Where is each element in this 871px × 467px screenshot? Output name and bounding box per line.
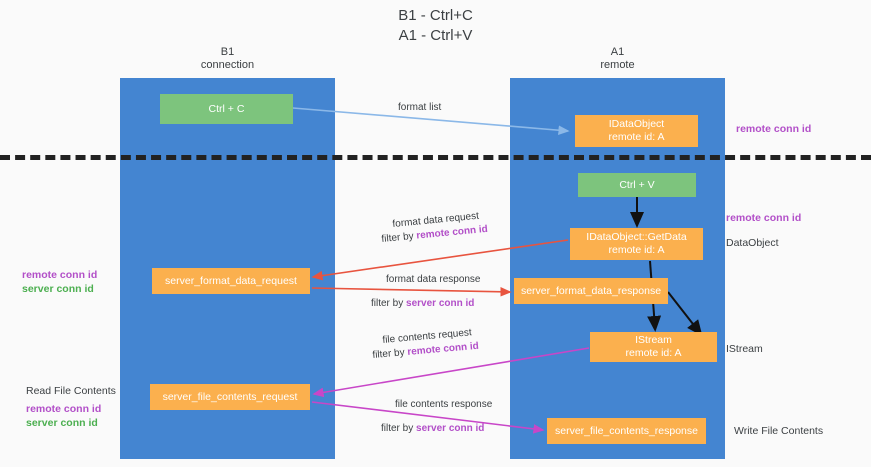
- wire-format-data-response: [311, 287, 512, 297]
- label-left-remote-conn-id-2: remote conn id: [26, 403, 102, 415]
- filter-key-remote-conn-id: remote conn id: [406, 340, 480, 358]
- filter-prefix: filter by: [381, 230, 417, 245]
- swimlane-b1-name: B1: [220, 46, 235, 58]
- box-server-file-contents-response-label: server_file_contents_response: [554, 424, 698, 437]
- box-server-format-data-request[interactable]: server_format_data_request: [152, 268, 310, 294]
- box-server-file-contents-response[interactable]: server_file_contents_response: [547, 418, 706, 444]
- label-write-file-contents: Write File Contents: [734, 425, 824, 437]
- swimlane-b1-sub: connection: [200, 59, 255, 71]
- label-left-conn-ids: remote conn id server conn id: [22, 268, 97, 296]
- arrow-label-format-data-response-filter: filter by server conn id: [371, 298, 474, 309]
- arrow-label-file-contents-response: file contents response: [395, 399, 493, 410]
- box-idataobject[interactable]: IDataObject remote id: A: [575, 115, 698, 147]
- arrow-label-file-contents-response-filter: filter by server conn id: [381, 423, 484, 434]
- swimlane-b1-header: B1 connection: [120, 46, 335, 72]
- diagram-title-line2: A1 - Ctrl+V: [398, 27, 473, 44]
- box-ctrl-c[interactable]: Ctrl + C: [160, 94, 293, 124]
- label-remote-conn-id-top: remote conn id: [736, 123, 812, 135]
- box-getdata-subtitle: remote id: A: [608, 244, 665, 256]
- box-server-file-contents-request-label: server_file_contents_request: [162, 390, 298, 403]
- box-server-file-contents-request[interactable]: server_file_contents_request: [150, 384, 310, 410]
- arrow-label-format-list: format list: [398, 102, 442, 113]
- phase-divider: [0, 155, 871, 160]
- box-idataobject-subtitle: remote id: A: [608, 131, 665, 143]
- filter-prefix: filter by: [381, 423, 417, 434]
- label-left-server-conn-id-2: server conn id: [26, 417, 98, 429]
- box-istream[interactable]: IStream remote id: A: [590, 332, 717, 362]
- box-istream-subtitle: remote id: A: [625, 347, 682, 359]
- label-left-remote-conn-id: remote conn id: [22, 269, 98, 281]
- diagram-title: B1 - Ctrl+C A1 - Ctrl+V: [0, 6, 871, 46]
- box-server-format-data-response[interactable]: server_format_data_response: [514, 278, 668, 304]
- swimlane-a1-sub: remote: [600, 59, 635, 71]
- label-left-conn-ids-2: remote conn id server conn id: [26, 402, 101, 430]
- filter-key-server-conn-id: server conn id: [416, 423, 485, 434]
- label-left-server-conn-id: server conn id: [22, 283, 94, 295]
- label-dataobject: DataObject: [726, 237, 779, 249]
- box-server-format-data-response-label: server_format_data_response: [520, 284, 662, 297]
- label-istream: IStream: [726, 343, 763, 355]
- box-getdata[interactable]: IDataObject::GetData remote id: A: [570, 228, 703, 260]
- box-istream-title: IStream: [635, 334, 672, 346]
- box-ctrl-v-label: Ctrl + V: [619, 178, 655, 191]
- filter-prefix: filter by: [372, 346, 408, 361]
- box-server-format-data-request-label: server_format_data_request: [165, 274, 297, 287]
- diagram-title-line1: B1 - Ctrl+C: [398, 7, 473, 24]
- label-remote-conn-id-mid: remote conn id: [726, 212, 802, 224]
- swimlane-a1-name: A1: [610, 46, 625, 58]
- swimlane-a1-header: A1 remote: [510, 46, 725, 72]
- box-idataobject-title: IDataObject: [608, 118, 665, 130]
- arrow-label-format-data-response: format data response: [386, 274, 481, 285]
- filter-prefix: filter by: [371, 298, 407, 309]
- box-ctrl-c-label: Ctrl + C: [208, 102, 245, 115]
- box-ctrl-v[interactable]: Ctrl + V: [578, 173, 696, 197]
- box-getdata-title: IDataObject::GetData: [586, 231, 687, 243]
- filter-key-server-conn-id: server conn id: [406, 298, 475, 309]
- label-read-file-contents: Read File Contents: [26, 385, 116, 397]
